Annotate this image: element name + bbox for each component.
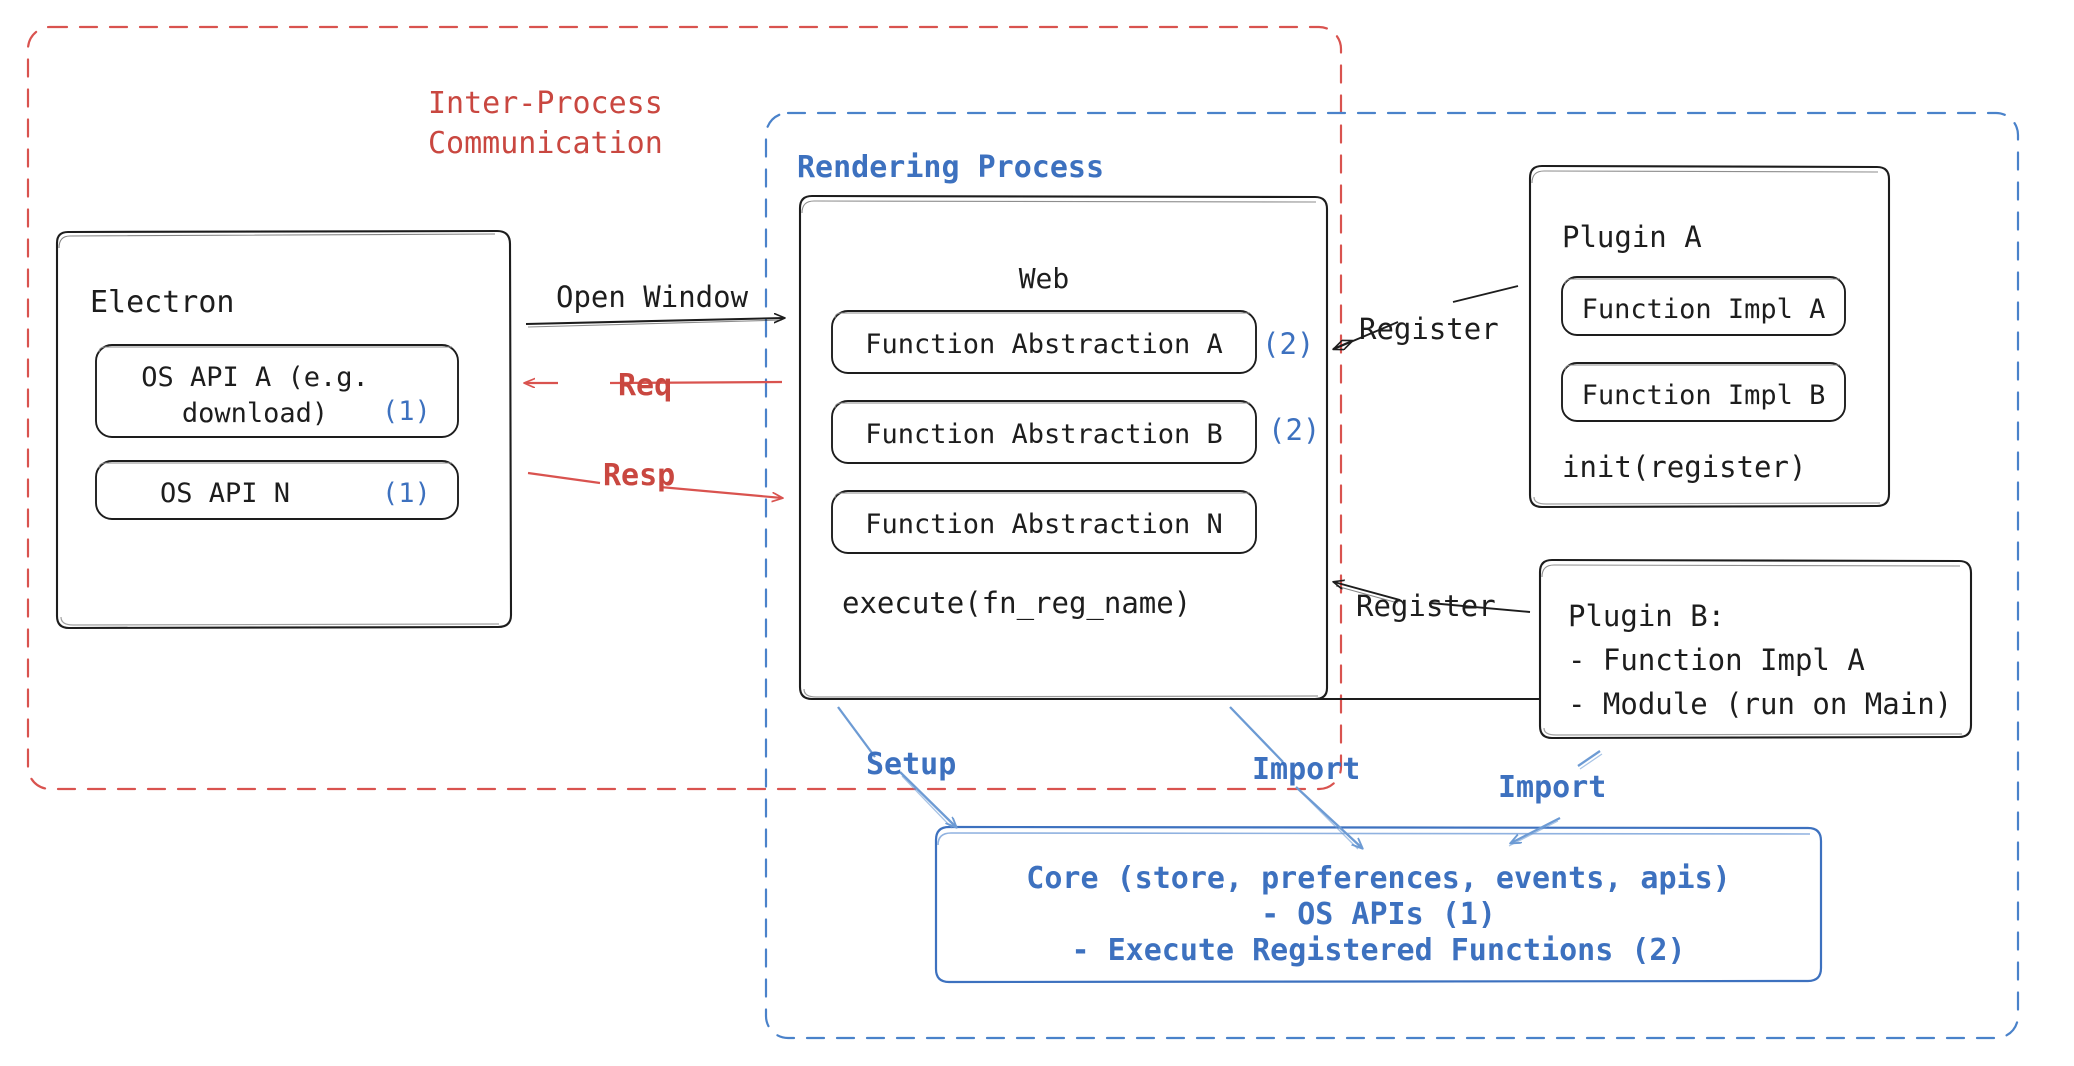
function-abstraction-b-box-outline [831,400,1257,464]
ipc-container-label: Inter-Process Communication [428,86,663,162]
core-line-title: Core (store, preferences, events, apis) [1026,861,1731,896]
rendering-process-container-outline [764,111,2020,1040]
function-abstraction-a-label[interactable]: Function Abstraction A [865,329,1223,360]
function-abstraction-n-label[interactable]: Function Abstraction N [865,509,1223,540]
plugin-a-title: Plugin A [1562,220,1702,254]
os-api-n-label[interactable]: OS API N [159,478,291,509]
os-api-n-badge: (1) [382,478,431,509]
edge-register-plugin-a [1333,285,1519,349]
edge-open-window [525,318,784,328]
edge-label-register-plugin-a: Register [1359,312,1499,346]
edge-label-register-plugin-b: Register [1356,589,1496,623]
function-impl-b-label[interactable]: Function Impl B [1581,380,1826,411]
edge-register-plugin-b [1334,582,1531,613]
edge-resp [527,471,782,498]
core-line-execute-registered: - Execute Registered Functions (2) [1071,933,1686,968]
function-abstraction-b-label[interactable]: Function Abstraction B [865,419,1223,450]
function-impl-b-box-outline [1561,362,1846,422]
core-box-outline [934,825,1823,984]
web-title: Web [1018,262,1070,295]
os-api-a-box-outline [95,344,459,438]
edge-label-import-web: Import [1252,752,1361,787]
os-api-a-badge: (1) [382,396,431,427]
function-impl-a-box-outline [1561,276,1846,336]
core-line-os-apis: - OS APIs (1) [1261,897,1496,932]
edge-import-plugin-b [1508,750,1603,847]
plugin-b-line-module: - Module (run on Main) [1568,687,1953,721]
edge-label-setup: Setup [866,747,957,782]
edge-setup [837,706,956,828]
ipc-container-outline [26,25,1343,791]
os-api-a-label[interactable]: OS API A (e.g. download) [141,362,369,430]
plugin-b-line-function-impl-a: - Function Impl A [1568,643,1865,677]
web-footer-execute: execute(fn_reg_name) [842,586,1192,620]
edge-req [525,382,783,383]
function-abstraction-n-box-outline [831,490,1257,554]
function-impl-a-label[interactable]: Function Impl A [1581,294,1826,325]
edge-label-req: Req [618,368,673,403]
edge-label-import-plugin-b: Import [1498,770,1607,805]
function-abstraction-a-box-outline [831,310,1257,374]
electron-title: Electron [90,285,235,320]
edge-label-resp: Resp [603,458,676,493]
rendering-process-label: Rendering Process [797,150,1105,185]
plugin-b-box-outline [1538,558,1973,740]
edge-import-web [1229,706,1362,849]
plugin-b-line-title: Plugin B: [1568,599,1726,633]
function-abstraction-a-badge: (2) [1262,327,1315,361]
edge-label-open-window: Open Window [556,280,749,314]
function-abstraction-b-badge: (2) [1268,413,1321,447]
os-api-n-box-outline [95,460,459,520]
plugin-a-footer-init: init(register) [1562,450,1807,484]
